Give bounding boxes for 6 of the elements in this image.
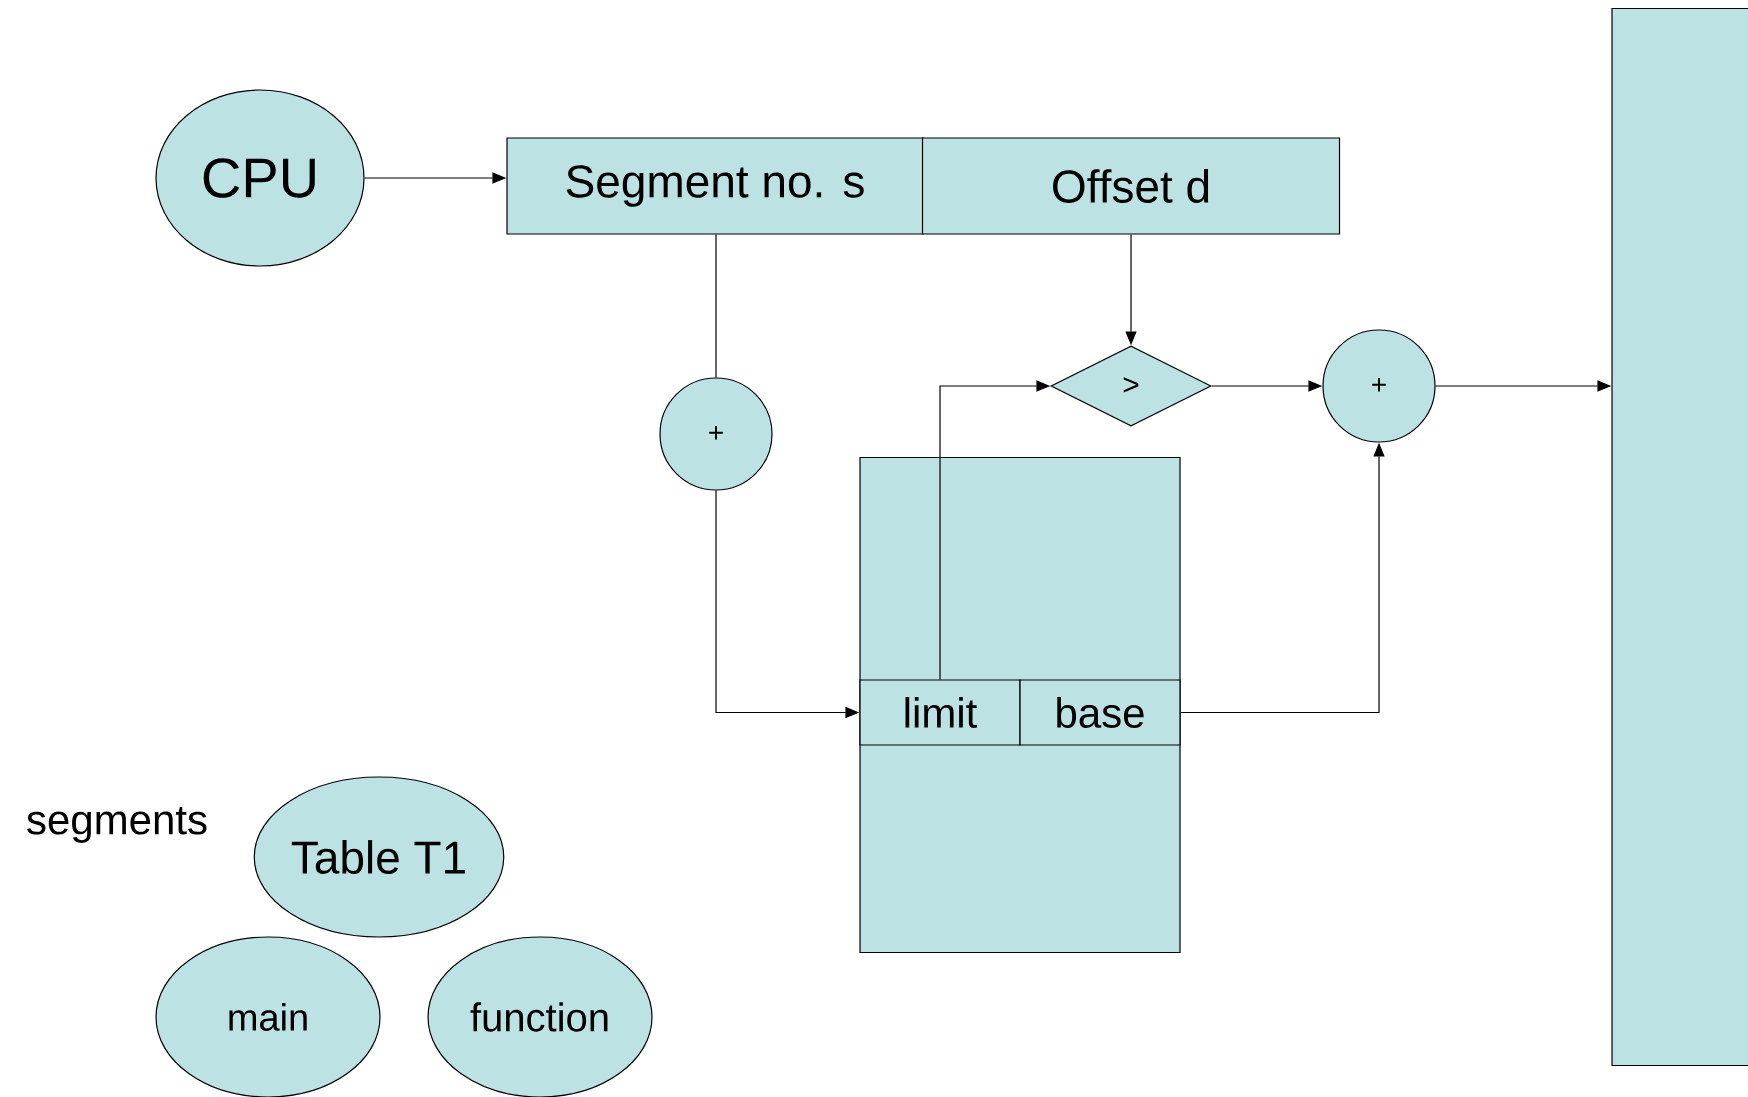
table-cell: base: [1019, 679, 1181, 746]
memory-box: [1611, 7, 1748, 1067]
note-text: segments: [27, 807, 207, 843]
address-field: Offset d: [921, 137, 1341, 235]
address-field: Segment no. s: [506, 137, 924, 235]
table-cell: limit: [859, 679, 1021, 746]
